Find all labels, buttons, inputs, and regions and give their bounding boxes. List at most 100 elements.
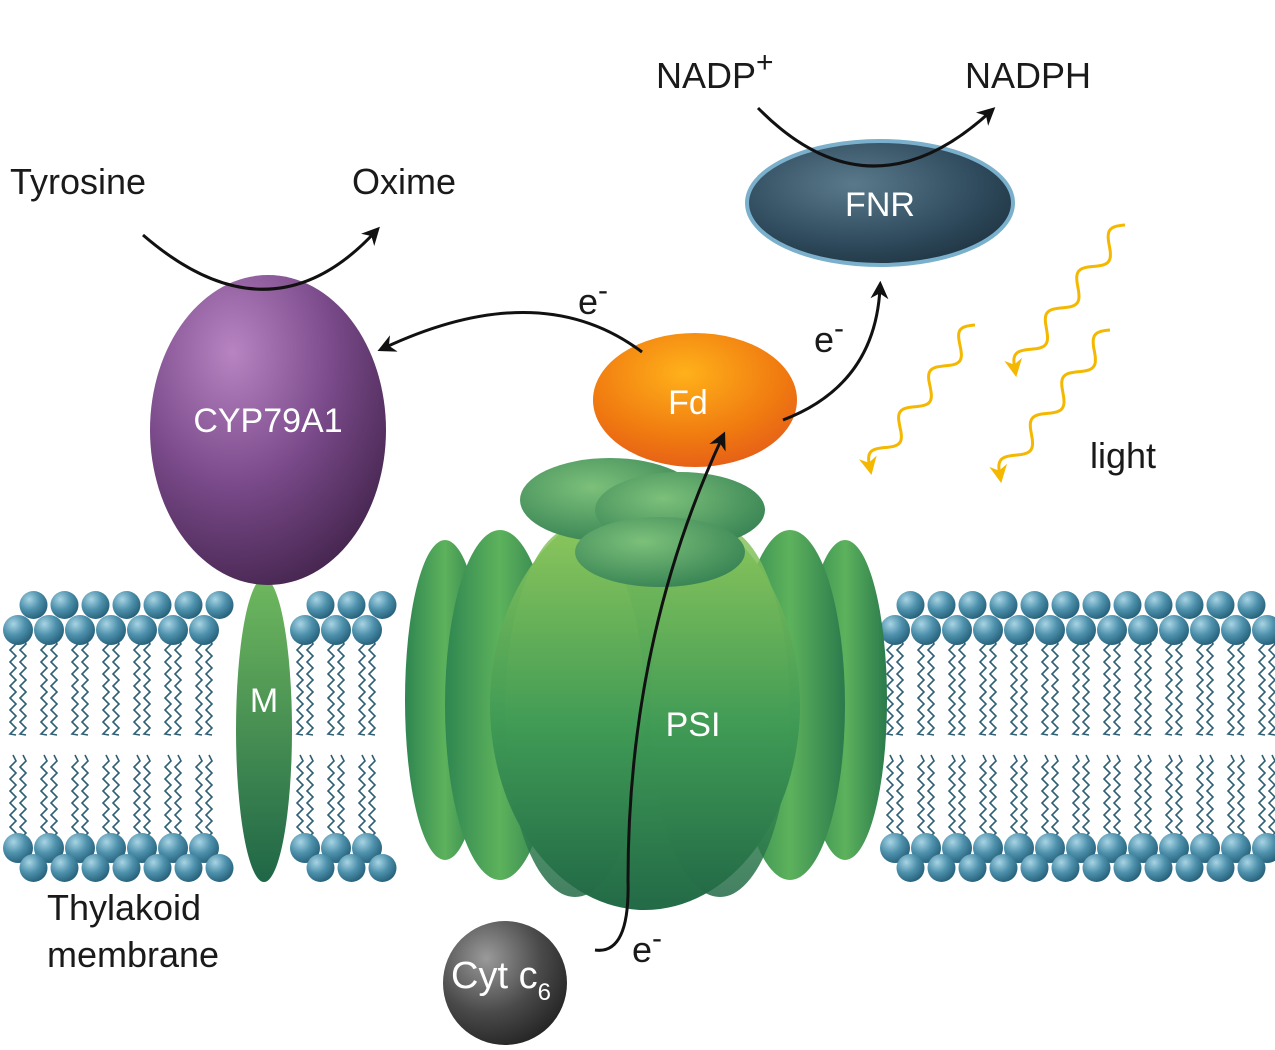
lipid-tail xyxy=(367,754,377,843)
nadph-label: NADPH xyxy=(965,55,1091,96)
lipid-tail xyxy=(1040,754,1050,843)
lipid-head xyxy=(1051,591,1080,619)
lipid-head xyxy=(205,854,234,882)
lipid-tail xyxy=(1267,754,1275,843)
lipid-head xyxy=(1097,615,1127,645)
lipid-tail xyxy=(1102,754,1112,843)
lipid-tail xyxy=(1267,637,1275,736)
lipid-tail xyxy=(204,754,214,843)
lipid-tail xyxy=(1133,637,1143,736)
lipid-head xyxy=(989,591,1018,619)
cyt-c6-label: Cyt c6 xyxy=(451,955,551,1006)
arrow-fd-to-cyp79a1 xyxy=(377,311,643,354)
lipid-head xyxy=(1252,615,1275,645)
lipid-head xyxy=(1113,854,1142,882)
lipid-tail xyxy=(49,637,59,736)
lipid-tail xyxy=(173,637,183,736)
lipid-head xyxy=(1159,833,1189,863)
lipid-tail xyxy=(173,754,183,843)
lipid-tail xyxy=(70,754,80,843)
lipid-head xyxy=(50,854,79,882)
lipid-head xyxy=(189,615,219,645)
lipid-tail xyxy=(988,637,998,736)
lipid-head xyxy=(1128,615,1158,645)
lipid-tail xyxy=(101,754,111,843)
lipid-tail xyxy=(336,637,346,736)
lipid-head xyxy=(337,854,366,882)
labels: Tyrosine Oxime NADP+ NADPH e- e- e- ligh… xyxy=(10,46,1156,975)
lipid-head xyxy=(174,591,203,619)
lipid-head xyxy=(880,615,910,645)
m-label: M xyxy=(250,682,278,720)
lipid-head xyxy=(174,854,203,882)
lipid-tail xyxy=(1133,754,1143,843)
lipid-tail xyxy=(1195,637,1205,736)
lipid-head xyxy=(65,615,95,645)
electron-label-to-cyp: e- xyxy=(578,274,608,322)
arrow-cyt-c6-to-fd xyxy=(594,431,726,952)
lipid-tail xyxy=(916,637,926,736)
lipid-head xyxy=(50,591,79,619)
lipid-head xyxy=(1020,591,1049,619)
lipid-head xyxy=(3,833,33,863)
lipid-head xyxy=(112,854,141,882)
lipid-head xyxy=(880,833,910,863)
lipid-tail xyxy=(1257,637,1267,736)
lipid-tail xyxy=(357,637,367,736)
lipid-head xyxy=(958,591,987,619)
lipid-head xyxy=(34,615,64,645)
lipid-head xyxy=(65,833,95,863)
lipid-tail xyxy=(18,754,28,843)
lipid-tail xyxy=(70,637,80,736)
nadp-label: NADP+ xyxy=(656,46,774,96)
lipid-head xyxy=(290,833,320,863)
lipid-head xyxy=(1097,833,1127,863)
lipid-tail xyxy=(305,637,315,736)
nadp-superscript: + xyxy=(756,46,774,79)
light-ray xyxy=(858,323,976,476)
lipid-head xyxy=(1128,833,1158,863)
lipid-tail xyxy=(957,637,967,736)
cyp79a1-label: CYP79A1 xyxy=(193,402,342,440)
light-ray xyxy=(1004,223,1126,378)
lipid-tail xyxy=(1226,754,1236,843)
fnr-label: FNR xyxy=(845,186,915,224)
lipid-tail xyxy=(39,637,49,736)
fnr-enzyme: FNR xyxy=(745,139,1015,267)
lipid-tail xyxy=(101,637,111,736)
lipid-tail xyxy=(1019,754,1029,843)
electron-text-3: e xyxy=(632,929,652,970)
lipid-head xyxy=(1004,615,1034,645)
lipid-tail xyxy=(1019,637,1029,736)
lipid-tail xyxy=(926,637,936,736)
lipid-tail xyxy=(916,754,926,843)
lipid-tail xyxy=(163,637,173,736)
electron-label-to-fnr: e- xyxy=(814,312,844,360)
electron-text-2: e xyxy=(814,319,834,360)
lipid-head xyxy=(189,833,219,863)
arrow-nadp-to-nadph xyxy=(756,106,996,168)
lipid-tail xyxy=(326,754,336,843)
lipid-tail xyxy=(111,754,121,843)
lipid-head xyxy=(368,591,397,619)
lipid-head xyxy=(1066,615,1096,645)
lipid-tail xyxy=(39,754,49,843)
lipid-head xyxy=(958,854,987,882)
lipid-tail xyxy=(885,754,895,843)
electron-text-1: e xyxy=(578,281,598,322)
light-ray xyxy=(989,328,1111,484)
tyrosine-label: Tyrosine xyxy=(10,161,146,202)
cyp79a1-enzyme: CYP79A1 xyxy=(150,275,386,585)
lipid-head xyxy=(1113,591,1142,619)
lipid-head xyxy=(896,591,925,619)
lipid-head xyxy=(1035,615,1065,645)
lipid-tail xyxy=(204,637,214,736)
ferredoxin: Fd xyxy=(593,333,797,467)
lipid-tail xyxy=(885,637,895,736)
lipid-tail xyxy=(1050,637,1060,736)
lipid-head xyxy=(143,854,172,882)
lipid-tail xyxy=(1112,754,1122,843)
lipid-head xyxy=(34,833,64,863)
lipid-tail xyxy=(1236,754,1246,843)
